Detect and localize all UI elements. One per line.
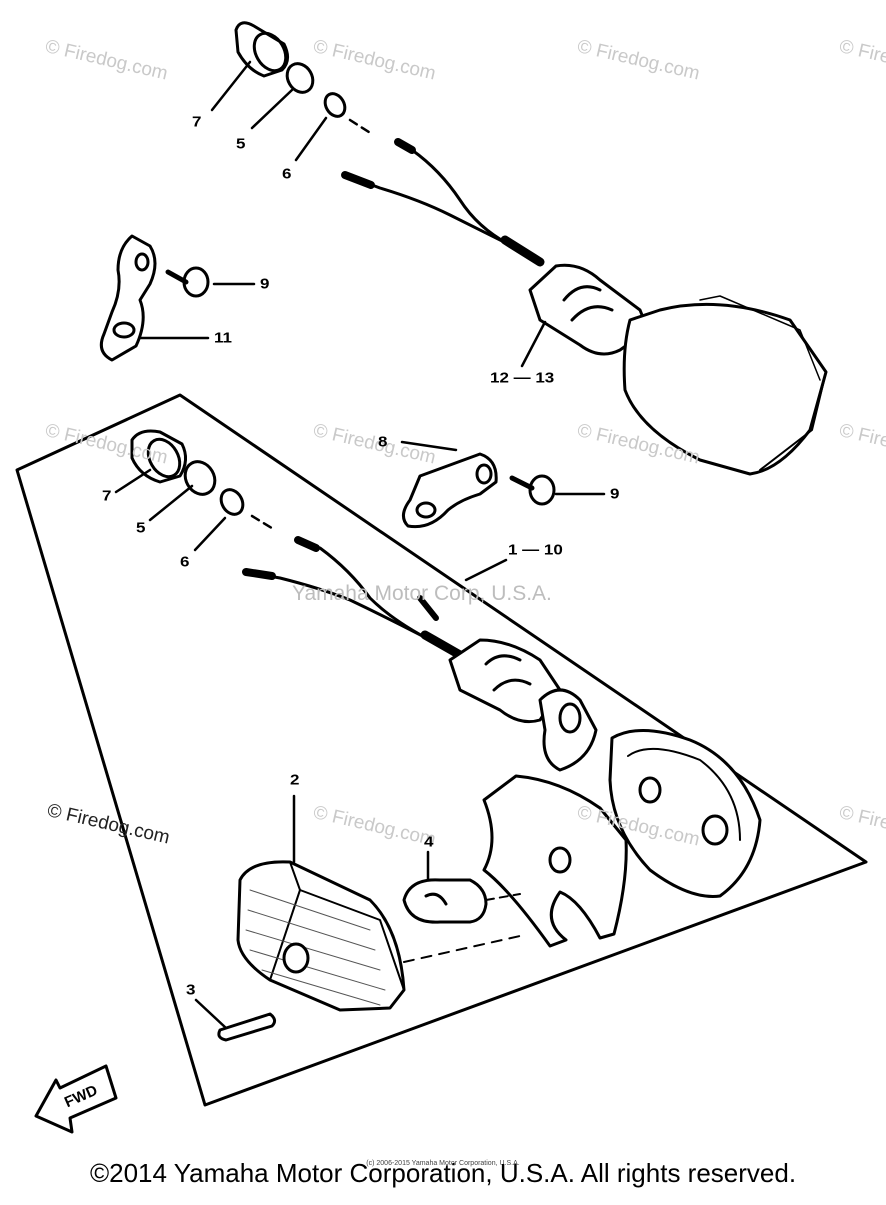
watermark-yamaha: Yamaha Motor Corp, U.S.A. <box>292 582 552 605</box>
callout-6-lower: 6 <box>180 553 190 570</box>
part-bracket-lower <box>402 452 498 529</box>
wire-upper-b <box>343 173 512 247</box>
callout-9-upper: 9 <box>260 275 270 292</box>
callout-1-10: 1 — 10 <box>508 541 563 558</box>
callout-5-upper: 5 <box>236 135 246 152</box>
part-bulb <box>402 878 521 924</box>
part-bolt-lower <box>509 474 556 506</box>
callout-2: 2 <box>290 771 300 788</box>
callout-11: 11 <box>214 329 232 346</box>
part-nut-upper <box>285 62 315 94</box>
callout-7-lower: 7 <box>102 487 112 504</box>
callout-7-upper: 7 <box>192 113 202 130</box>
part-lens <box>236 860 406 1012</box>
callout-6-upper: 6 <box>282 165 292 182</box>
tiny-copyright: (c) 2006-2015 Yamaha Motor Corporation, … <box>366 1160 520 1167</box>
callout-8: 8 <box>378 433 388 450</box>
fwd-arrow-icon <box>34 1064 118 1134</box>
part-gasket <box>482 774 628 948</box>
part-washer-upper <box>323 92 347 118</box>
callout-12-13: 12 — 13 <box>490 369 555 386</box>
wire-lower-b <box>244 570 432 642</box>
assembly-outline <box>15 393 868 1107</box>
part-screw <box>217 1012 277 1042</box>
wire-upper-a <box>396 140 512 247</box>
footer-copyright: ©2014 Yamaha Motor Corporation, U.S.A. A… <box>89 1158 797 1188</box>
part-turn-signal-upper <box>528 263 828 476</box>
part-cap-lower <box>130 429 187 484</box>
callout-9-lower: 9 <box>610 485 620 502</box>
part-bolt-upper <box>165 266 210 298</box>
part-turn-signal-lower <box>448 638 762 898</box>
callout-4: 4 <box>424 833 434 850</box>
part-washer-lower <box>219 488 245 516</box>
part-bracket-upper <box>99 234 157 362</box>
callout-3: 3 <box>186 981 196 998</box>
callout-5-lower: 5 <box>136 519 146 536</box>
